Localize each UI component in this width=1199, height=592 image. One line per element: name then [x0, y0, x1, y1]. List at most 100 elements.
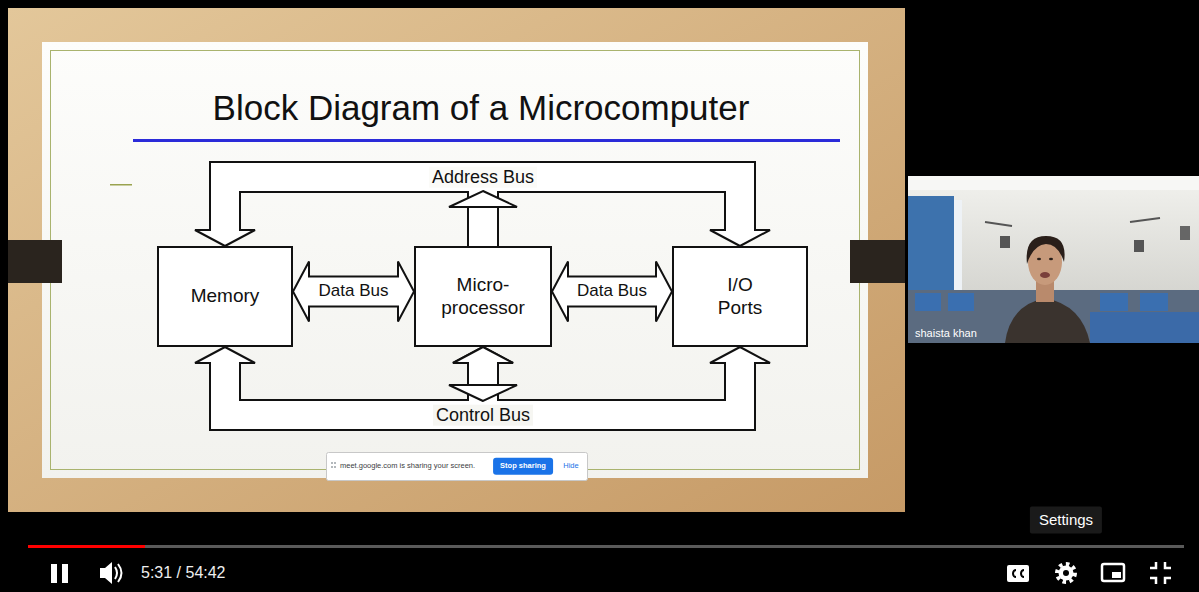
- junction-arrowhead: [449, 385, 517, 401]
- exit-fullscreen-icon: [1165, 562, 1171, 568]
- bus-name: Address Bus: [429, 167, 537, 188]
- bus-name: Control Bus: [433, 405, 533, 426]
- ui-label: 5:31 / 54:42: [141, 564, 226, 582]
- exit-fullscreen-icon: [1150, 562, 1156, 568]
- webcam-feed: [985, 218, 1160, 226]
- webcam-feed: [1000, 236, 1010, 248]
- volume-icon: [100, 562, 112, 584]
- ui-label: shaista khan: [915, 327, 977, 340]
- webcam-feed: [915, 293, 941, 311]
- ui-label: Settings: [1030, 506, 1102, 533]
- box-label: Micro- processor: [433, 274, 533, 320]
- bus-arrow: [225, 177, 483, 246]
- captions-icon: [1007, 565, 1029, 582]
- bus-label: Data Bus: [318, 282, 390, 302]
- progress-bar: [28, 545, 1184, 548]
- slide-dash: [110, 184, 132, 186]
- arrowhead: [195, 230, 255, 246]
- miniplayer-icon: [1102, 564, 1124, 581]
- title-underline: [133, 139, 840, 142]
- drag-handle: [331, 466, 333, 468]
- block-box: Micro- processor: [414, 246, 552, 347]
- webcam-feed: [908, 176, 1199, 343]
- bus-arrow-fill: [566, 277, 658, 305]
- captions-icon: [1013, 570, 1016, 577]
- webcam-feed: [1140, 293, 1168, 311]
- webcam-feed: [954, 200, 962, 300]
- pause-icon: [51, 564, 57, 583]
- arrowhead: [453, 347, 513, 363]
- box-label: I/O Ports: [710, 274, 770, 320]
- webcam-feed: [1049, 258, 1053, 261]
- settings-icon: [1063, 570, 1069, 576]
- volume-icon: [100, 562, 122, 584]
- bus-arrow-fill: [483, 177, 740, 246]
- arrowhead: [453, 347, 513, 363]
- pause-icon: [51, 564, 68, 583]
- drag-handle: [334, 466, 336, 468]
- progress-bar: [28, 545, 1184, 548]
- settings-icon: [1057, 564, 1075, 582]
- block-box: I/O Ports: [672, 246, 808, 347]
- arrowhead: [398, 261, 414, 321]
- webcam-feed: [1090, 312, 1199, 343]
- block-box: Memory: [157, 246, 293, 347]
- webcam-feed: [908, 176, 1199, 343]
- bus-arrow: [567, 275, 657, 307]
- webcam-feed: [1180, 226, 1190, 240]
- slide-title: Block Diagram of a Microcomputer: [0, 88, 962, 128]
- nav-tab: [8, 240, 62, 283]
- miniplayer-icon: [1112, 572, 1121, 578]
- pause-icon: [62, 564, 68, 583]
- arrowhead: [195, 347, 255, 363]
- progress-bar: [28, 545, 145, 548]
- miniplayer-icon: [1102, 564, 1124, 581]
- exit-fullscreen-icon: [1150, 578, 1156, 584]
- webcam-feed: [1027, 236, 1065, 264]
- webcam-feed: [1005, 298, 1090, 343]
- webcam-feed: [908, 176, 1199, 190]
- bus-outline: [225, 177, 740, 415]
- bus-arrow-fill: [307, 277, 400, 305]
- arrowhead: [293, 261, 309, 321]
- exit-fullscreen-icon: [1150, 562, 1171, 584]
- volume-icon: [115, 567, 117, 579]
- box-text-group: Memory: [191, 285, 260, 308]
- webcam-feed: [1134, 240, 1144, 252]
- ui-label: meet.google.com is sharing your screen.: [340, 462, 475, 471]
- box-text-group: I/O Ports: [710, 274, 770, 320]
- share-bar: [327, 453, 588, 481]
- bus-fill: [225, 177, 740, 415]
- bus-arrow: [483, 177, 740, 246]
- webcam-feed: [985, 222, 1012, 226]
- bus-label: Data Bus: [576, 282, 648, 302]
- settings-icon: [1059, 566, 1074, 581]
- exit-fullscreen-icon: [1165, 578, 1171, 584]
- captions-icon: [1021, 570, 1024, 577]
- nav-tab: [850, 240, 905, 283]
- arrowhead: [656, 261, 672, 321]
- arrowhead: [710, 347, 770, 363]
- box-label: Memory: [191, 285, 260, 308]
- webcam-feed: [1037, 258, 1041, 261]
- arrowhead: [710, 230, 770, 246]
- webcam-feed: [948, 293, 974, 311]
- junction-arrowhead: [449, 191, 517, 207]
- slide-frame: [8, 8, 905, 512]
- arrowhead: [552, 261, 568, 321]
- settings-icon: [1057, 564, 1075, 582]
- drag-handle: [331, 462, 336, 468]
- webcam-feed: [1040, 272, 1050, 278]
- drag-handle: [331, 462, 333, 464]
- webcam-feed: [1100, 293, 1128, 311]
- box-text-group: Micro- processor: [433, 274, 533, 320]
- volume-icon: [118, 564, 122, 582]
- ui-label: Hide: [563, 462, 578, 471]
- drag-handle: [334, 462, 336, 464]
- ui-label: Stop sharing: [493, 458, 553, 475]
- captions-icon: [1007, 565, 1029, 582]
- bus-arrow: [308, 275, 399, 307]
- bus-arrow-fill: [225, 177, 483, 246]
